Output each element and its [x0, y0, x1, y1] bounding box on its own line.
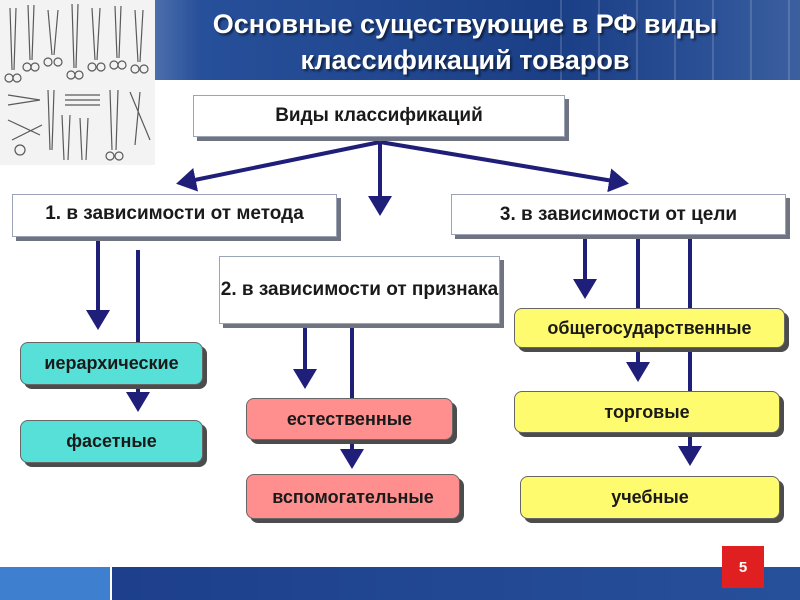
leaf-auxiliary: вспомогательные [246, 474, 460, 519]
leaf-faceted: фасетные [20, 420, 203, 463]
slide-title: Основные существующие в РФ виды классифи… [212, 9, 718, 75]
leaf-educational: учебные [520, 476, 780, 519]
root-node: Виды классификаций [193, 95, 565, 137]
leaf-trade: торговые [514, 391, 780, 433]
branch-purpose: 3. в зависимости от цели [451, 194, 786, 235]
keyboard-background-image [560, 0, 800, 80]
branch-attribute: 2. в зависимости от признака [219, 256, 500, 324]
branch-method: 1. в зависимости от метода [12, 194, 337, 237]
arrow-root-to-branch-1 [176, 140, 381, 192]
footer-band [112, 567, 800, 600]
arrow-root-to-branch-3 [379, 140, 629, 193]
leaf-natural: естественные [246, 398, 453, 440]
surgical-instruments-image [0, 0, 155, 165]
leaf-hierarchical: иерархические [20, 342, 203, 385]
page-number: 5 [722, 546, 764, 588]
leaf-state: общегосударственные [514, 308, 785, 348]
footer-accent [0, 567, 110, 600]
